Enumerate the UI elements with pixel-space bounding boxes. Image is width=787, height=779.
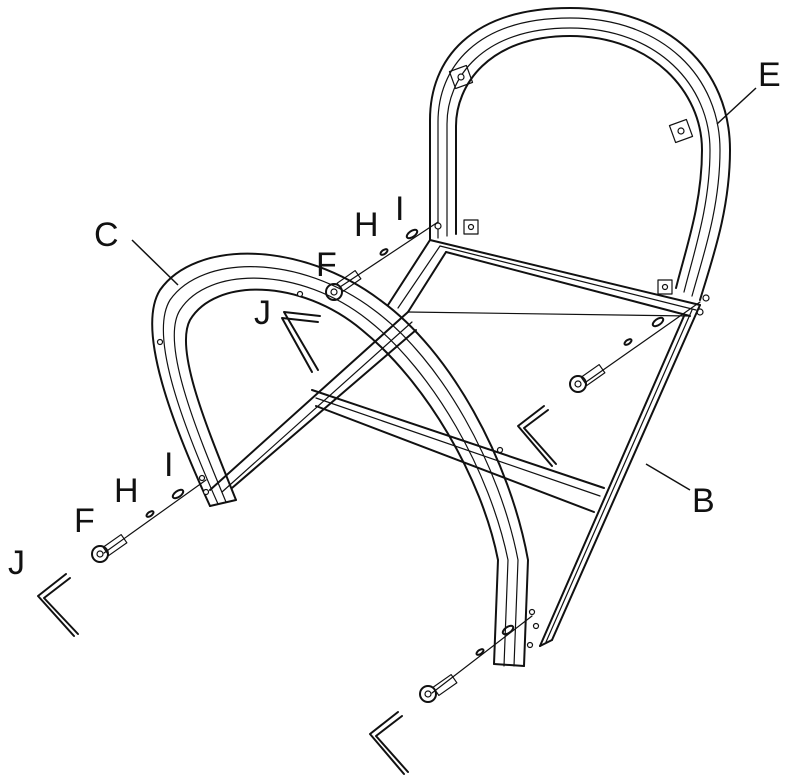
washer-i-left [171,488,185,500]
hex-key-j-left [37,573,75,637]
hex-key-j-bottom [369,711,405,775]
washer-h-bottom [475,648,485,656]
bolt-f-right [569,363,606,393]
bolt-f-left [91,533,128,563]
label-j-left: J [8,544,25,582]
label-e: E [758,56,781,94]
hardware-set-top [281,221,439,373]
label-i-top: I [395,190,404,228]
label-b: B [692,482,715,520]
washer-h-left [145,510,155,518]
hardware-set-right [517,301,701,467]
back-arch-part-e [429,7,731,316]
label-j-top: J [254,294,271,332]
seat-frame-part-b [209,239,701,647]
front-arch-part-c [151,252,540,667]
label-f-left: F [74,502,95,540]
washer-h-top [379,248,389,256]
label-f-top: F [316,246,337,284]
bolt-f-bottom [419,673,458,703]
hardware-set-bottom [369,615,533,775]
hex-key-j-right [517,405,553,467]
hardware-set-left [37,479,207,637]
washer-i-right [651,316,665,328]
washer-h-right [623,338,633,346]
washer-i-top [405,228,419,240]
label-i-left: I [164,446,173,484]
label-h-left: H [114,472,139,510]
leader-e [716,87,757,125]
hex-key-j-top [281,317,319,373]
label-h-top: H [354,206,379,244]
leader-c [131,239,179,286]
washer-i-bottom [501,624,515,636]
bolt-f-top [325,269,362,301]
label-c: C [94,216,119,254]
leader-b [645,463,691,491]
